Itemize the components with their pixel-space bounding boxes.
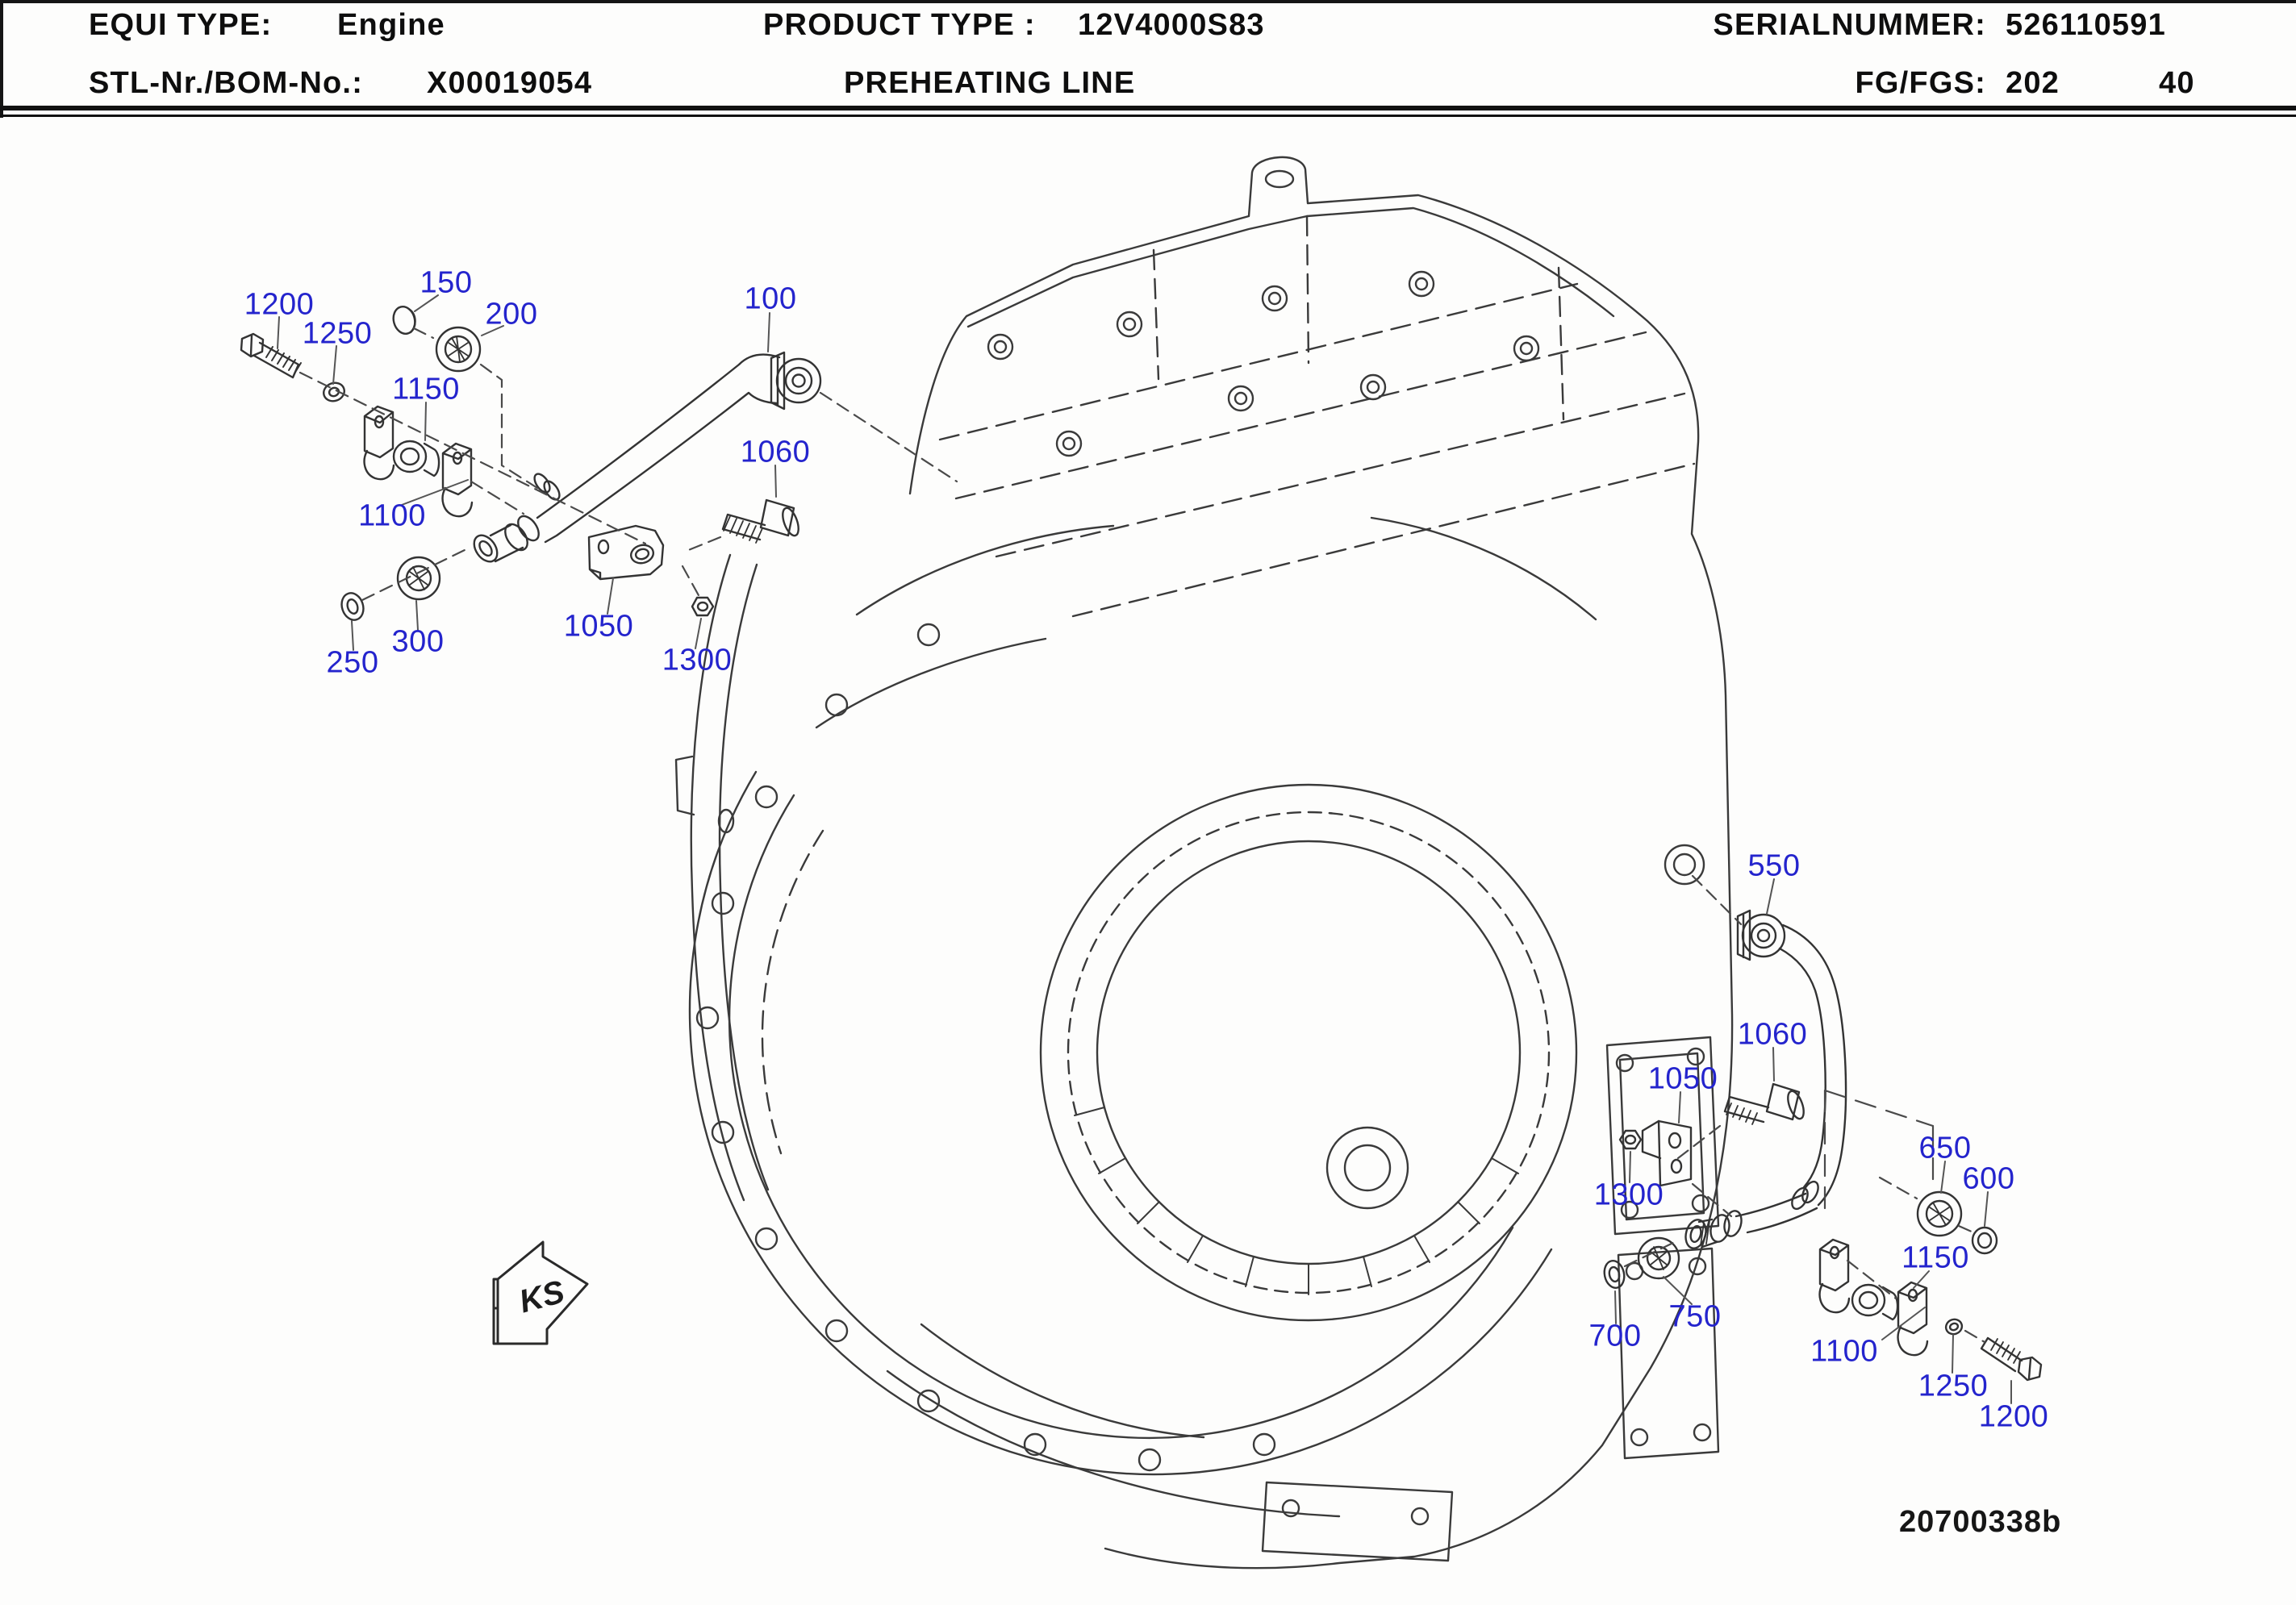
drawing-number: 20700338b bbox=[1899, 1505, 2062, 1539]
part-callout-250: 250 bbox=[326, 645, 379, 680]
header-divider-line-1 bbox=[0, 106, 2296, 110]
screw-1060-left bbox=[723, 500, 802, 543]
bell-outer-flange bbox=[690, 772, 1551, 1474]
nut-1300-left bbox=[692, 598, 713, 615]
part-callout-1150: 1150 bbox=[1902, 1240, 1969, 1275]
plug-150 bbox=[390, 304, 418, 336]
nut-300 bbox=[398, 557, 440, 599]
right-mounting-pads bbox=[1607, 1037, 1718, 1458]
part-callout-600: 600 bbox=[1962, 1161, 2015, 1196]
part-callout-1050: 1050 bbox=[1647, 1061, 1718, 1096]
part-callout-1060: 1060 bbox=[1737, 1017, 1808, 1052]
washer-600 bbox=[1972, 1228, 1997, 1253]
product-type-value: 12V4000S83 bbox=[1078, 8, 1265, 42]
bolt-1200-right bbox=[1981, 1338, 2041, 1380]
part-callout-1060: 1060 bbox=[740, 435, 811, 469]
serial-number-value: 526110591 bbox=[2006, 8, 2166, 42]
screw-1060-right bbox=[1725, 1084, 1807, 1124]
bushing-1100-right bbox=[1852, 1285, 1897, 1319]
clamp-1100-left bbox=[443, 444, 472, 516]
bracket-1050-right bbox=[1643, 1121, 1691, 1186]
fg-fgs-label: FG/FGS: bbox=[1855, 66, 1986, 100]
assembly-axis-lines bbox=[300, 328, 1985, 1342]
bracket-1050-left bbox=[589, 526, 663, 579]
product-type-label: PRODUCT TYPE : bbox=[763, 8, 1036, 42]
part-callout-650: 650 bbox=[1918, 1131, 1972, 1165]
washer-1250-right bbox=[1944, 1317, 1964, 1336]
block-bosses bbox=[988, 272, 1704, 884]
part-callout-1250: 1250 bbox=[302, 316, 373, 351]
nut-1300-right bbox=[1620, 1131, 1641, 1149]
part-callout-300: 300 bbox=[391, 624, 445, 659]
part-callout-1150: 1150 bbox=[392, 372, 460, 406]
part-callout-100: 100 bbox=[744, 281, 797, 316]
part-callout-550: 550 bbox=[1747, 848, 1801, 883]
top-port-hole bbox=[1266, 171, 1293, 187]
preheating-pipe-550 bbox=[1683, 911, 1846, 1250]
bom-no-value: X00019054 bbox=[427, 66, 593, 100]
part-callout-1300: 1300 bbox=[1593, 1178, 1664, 1212]
nut-650 bbox=[1918, 1192, 1961, 1236]
leader-lines bbox=[278, 295, 2011, 1403]
part-callout-1300: 1300 bbox=[662, 643, 733, 677]
part-callout-200: 200 bbox=[485, 297, 538, 331]
part-callout-1050: 1050 bbox=[563, 609, 634, 644]
washer-700 bbox=[1602, 1259, 1627, 1290]
washer-250 bbox=[338, 590, 366, 623]
serial-number-label: SERIALNUMMER: bbox=[1713, 8, 1986, 42]
fg-fgs-value-2: 40 bbox=[2159, 66, 2195, 100]
bolt-1200-left bbox=[241, 334, 301, 377]
part-callout-750: 750 bbox=[1668, 1299, 1722, 1334]
clamp-1100-right-b bbox=[1898, 1282, 1927, 1355]
page-top-border bbox=[0, 0, 2296, 3]
part-callout-150: 150 bbox=[420, 265, 473, 300]
bushing-1100-left bbox=[394, 441, 439, 476]
flywheel-opening bbox=[1041, 785, 1576, 1320]
part-callout-1200: 1200 bbox=[244, 287, 315, 322]
equi-type-value: Engine bbox=[337, 8, 445, 42]
nut-200 bbox=[436, 327, 480, 371]
header-divider-line-2 bbox=[0, 115, 2296, 117]
page-left-border bbox=[0, 0, 3, 118]
page-title: PREHEATING LINE bbox=[844, 66, 1136, 100]
part-callout-1100: 1100 bbox=[1810, 1334, 1878, 1369]
part-callout-1250: 1250 bbox=[1918, 1369, 1989, 1403]
fg-fgs-value-1: 202 bbox=[2006, 66, 2060, 100]
bell-inner-flange bbox=[729, 795, 1513, 1438]
flange-bolt-holes bbox=[697, 624, 1275, 1470]
preheating-pipe-100 bbox=[470, 352, 820, 566]
part-callout-1200: 1200 bbox=[1978, 1399, 2049, 1434]
part-callout-1100: 1100 bbox=[358, 498, 426, 533]
nut-750 bbox=[1639, 1238, 1679, 1278]
flywheel-housing bbox=[676, 157, 1732, 1568]
bom-no-label: STL-Nr./BOM-No.: bbox=[89, 66, 364, 100]
part-callout-700: 700 bbox=[1588, 1319, 1642, 1353]
equi-type-label: EQUI TYPE: bbox=[89, 8, 273, 42]
ks-direction-arrow bbox=[494, 1242, 587, 1344]
clamp-1150-left bbox=[365, 406, 394, 479]
washer-1250-left bbox=[321, 380, 347, 404]
clamp-1100-right-a bbox=[1820, 1240, 1849, 1312]
